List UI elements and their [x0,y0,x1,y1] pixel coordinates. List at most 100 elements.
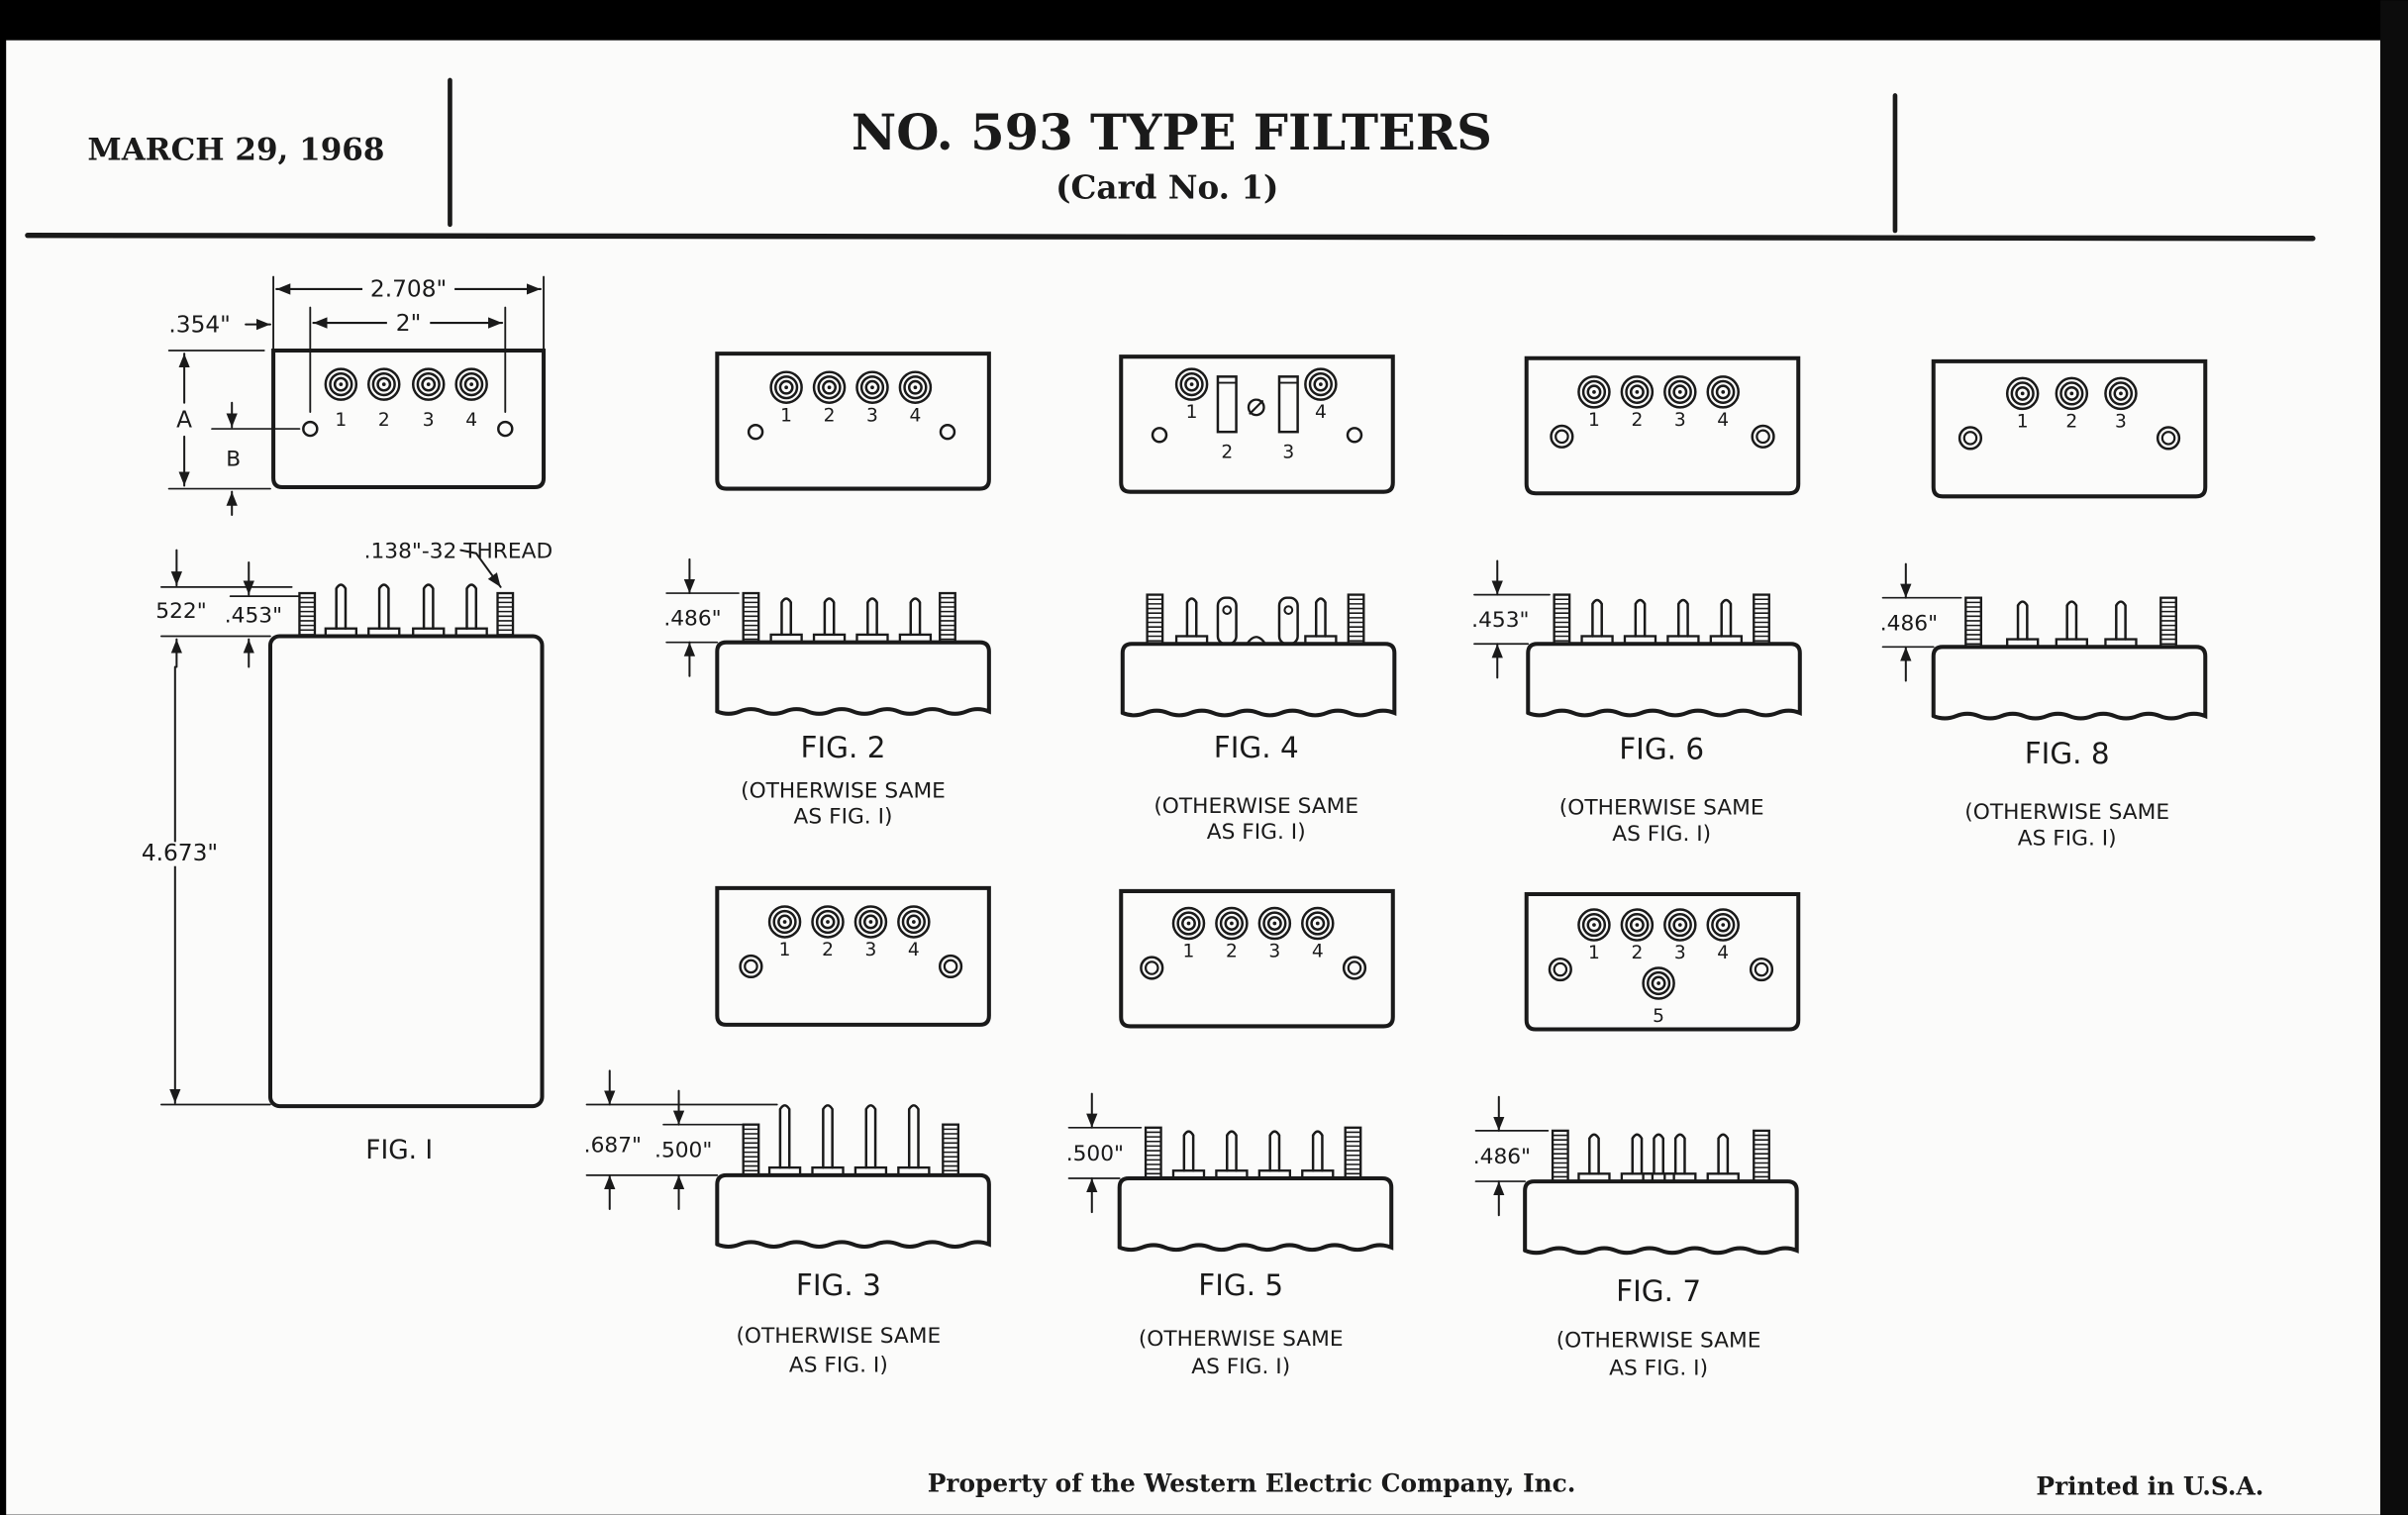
terminal-icon [853,905,888,939]
mounting-hole-icon [1342,956,1367,980]
header-rule [25,232,2316,242]
terminal-icon [1663,908,1697,942]
terminal-plate-top-view [1119,888,1395,1029]
terminal-icon [367,367,401,401]
mounting-hole-inner [1553,961,1568,977]
terminal-ring [324,367,358,401]
terminal-center [469,382,474,386]
property-notice: Property of the Western Electric Company… [928,1468,1576,1497]
terminal-ring [1581,912,1607,938]
terminal-icon [1620,375,1655,409]
screw-slot [1249,400,1264,415]
thread-leader [459,549,502,588]
pin-base [412,627,446,638]
terminal-ring [1706,375,1740,409]
terminal-center [426,382,431,386]
adjust-screw-dome [1246,636,1267,646]
figure-caption: (OTHERWISE SAME [741,778,946,803]
terminal-plate-top-view [1524,892,1801,1032]
solder-lug [1216,596,1238,646]
terminal-center [1319,382,1323,386]
terminal-center [1635,923,1640,927]
figure-label: FIG. 7 [1616,1274,1701,1308]
terminal-ring [1184,376,1200,392]
threaded-stud [1553,593,1571,646]
terminal-ring [454,367,488,401]
mounting-hole-inner [1555,429,1569,445]
terminal-ring [1586,384,1602,400]
pin-base [2104,638,2138,649]
terminal-ring [329,372,353,397]
figure-caption: AS FIG. I) [1207,820,1306,845]
terminal-number: 1 [1186,402,1198,423]
slide-switch-icon [1277,375,1299,434]
threaded-stud [1753,1129,1770,1183]
pin-base [1642,1172,1675,1183]
terminal-ring [1667,912,1692,938]
terminal-center [1186,921,1191,926]
terminal-center [1315,921,1320,926]
terminal-plate-top-view [715,885,991,1027]
dimension-label: .687" [584,1134,642,1159]
dimension-label: .486" [1473,1145,1531,1169]
terminal-center [1677,923,1682,927]
terminal-icon [324,367,358,401]
terminal-icon [411,367,446,401]
dimension-label: .486" [663,607,721,632]
terminal-pin [1673,1133,1686,1175]
printed-notice: Printed in U.S.A. [2036,1471,2263,1500]
terminal-ring [897,905,931,939]
pin-base [2006,638,2040,649]
pin-base [1174,635,1209,646]
terminal-ring [1711,912,1736,938]
slide-switch-icon [1216,375,1238,434]
dimension-pin-height: .453" [225,604,282,629]
terminal-icon [1642,966,1675,1000]
terminal-ring [767,905,802,939]
page-title: NO. 593 TYPE FILTERS [852,103,1492,161]
terminal-ring [1715,917,1731,933]
terminal-center [1721,923,1726,927]
label-mask [362,278,455,303]
terminal-pin [907,1104,920,1169]
terminal-ring [376,376,392,392]
pin-base [855,633,889,644]
pin-base [769,633,803,644]
threaded-stud [1146,593,1164,646]
terminal-icon [897,905,931,939]
terminal-number: 3 [866,405,878,426]
terminal-ring [774,375,799,400]
mounting-hole-inner [943,959,958,974]
terminal-ring [822,379,837,395]
terminal-ring [1672,917,1688,933]
threaded-stud [939,591,956,644]
adjust-screw-icon [1247,398,1265,417]
terminal-pin [1591,598,1603,638]
figure-caption: (OTHERWISE SAME [1559,795,1764,820]
terminal-number: 2 [822,940,834,960]
mounting-hole-icon [1346,427,1363,444]
terminal-number: 2 [378,410,390,431]
filter-body-side-view [1931,645,2208,721]
threaded-stud [1551,1129,1569,1183]
pin-base [898,633,933,644]
terminal-icon [812,370,847,404]
threaded-stud [742,1123,760,1177]
terminal-number: 3 [1674,943,1686,963]
terminal-ring [2063,385,2079,401]
figure-caption: AS FIG. I) [1609,1357,1708,1381]
terminal-ring [772,909,797,935]
terminal-ring [906,914,922,930]
terminal-ring [1310,916,1326,931]
terminal-center [1677,389,1682,394]
terminal-center [913,385,918,390]
terminal-number: 1 [335,410,347,431]
terminal-pin [780,597,793,637]
filter-body-side-view [1120,642,1397,718]
figure-label: FIG. 8 [2025,737,2110,770]
pin-base [853,1165,888,1177]
terminal-center [784,385,788,390]
terminal-ring [817,375,842,400]
